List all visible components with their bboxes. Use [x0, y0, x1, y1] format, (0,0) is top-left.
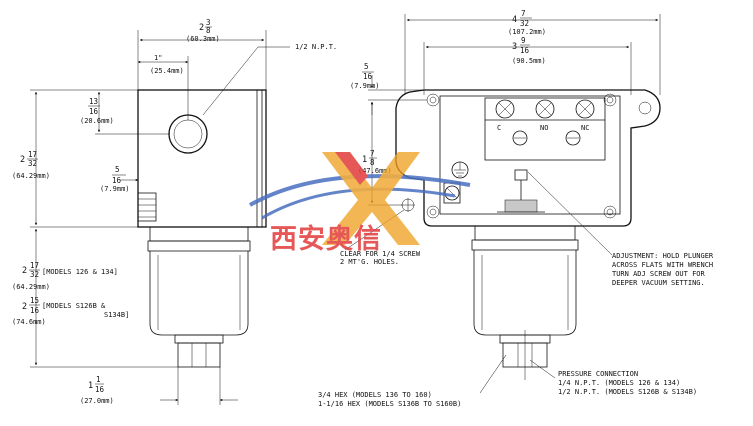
side-offset-den: 16	[112, 176, 122, 185]
body-height-whole: 2	[20, 155, 25, 165]
right-inner-whole: 3	[512, 42, 517, 52]
right-inner-den: 16	[520, 46, 530, 55]
right-inner-width-dimension: 3 9 16 (90.5mm)	[512, 36, 546, 65]
watermark-text: 西安奥信	[270, 223, 382, 255]
right-overall-den: 32	[520, 19, 529, 28]
right-front-view: 4 7 32 (107.2mm) 3 9 16 (90.5mm)	[318, 9, 714, 408]
watermark-logo: 西安奥信	[249, 152, 471, 255]
inch-dimension-mm: (25.4mm)	[150, 67, 184, 75]
mount-height-num: 7	[370, 149, 375, 158]
overall-width-dimension: 2 3 8 (60.3mm)	[186, 18, 220, 43]
hole-height-dimension: 13 16 (20.6mm)	[80, 97, 114, 125]
right-overall-whole: 4	[512, 15, 517, 25]
lower-a-den: 32	[30, 270, 39, 279]
bottom-den: 16	[95, 385, 105, 394]
overall-width-num: 3	[206, 18, 211, 27]
hex-note-line1: 3/4 HEX (MODELS 136 TO 160)	[318, 391, 432, 399]
pressure-note-line3: 1/2 N.P.T. (MODELS S126B & S134B)	[558, 388, 697, 396]
pressure-note-line2: 1/4 N.P.T. (MODELS 126 & 134)	[558, 379, 680, 387]
right-overall-num: 7	[521, 9, 526, 18]
overall-width-den: 8	[206, 26, 211, 35]
top-offset-num: 5	[364, 62, 369, 71]
adjust-note-line3: TURN ADJ SCREW OUT FOR	[612, 270, 706, 278]
hex-note-line2: 1-1/16 HEX (MODELS S136B TO S160B)	[318, 400, 461, 408]
lower-b-whole: 2	[22, 302, 27, 312]
left-side-view: 2 3 8 (60.3mm) 1" (25.4mm) 1/2 N.P.T.	[12, 18, 337, 405]
lower-b-mm: (74.6mm)	[12, 318, 46, 326]
terminal-nc: NC	[581, 124, 589, 132]
inch-dimension: 1"	[154, 54, 162, 62]
side-fitting	[137, 192, 157, 222]
top-offset-den: 16	[363, 72, 373, 81]
terminal-no: NO	[540, 124, 548, 132]
terminal-c: C	[497, 124, 501, 132]
side-offset-mm: (7.9mm)	[100, 185, 130, 193]
adjust-note-line2: ACROSS FLATS WITH WRENCH	[612, 261, 713, 269]
bottom-whole: 1	[88, 381, 93, 391]
lower-a-mm: (64.29mm)	[12, 283, 50, 291]
lower-b-text: [MODELS S126B &	[42, 302, 106, 310]
overall-width-mm: (60.3mm)	[186, 35, 220, 43]
mount-hole-top-right	[603, 93, 617, 107]
clearance-note-line1: CLEAR FOR 1/4 SCREW	[340, 250, 421, 258]
ear-hole-right	[638, 101, 652, 115]
mount-height-den: 8	[370, 158, 375, 167]
right-overall-width-dimension: 4 7 32 (107.2mm)	[508, 9, 546, 36]
lower-models-b-dimension: 2 15 16 [MODELS S126B & S134B] (74.6mm)	[12, 296, 129, 326]
clearance-note-line2: 2 MT'G. HOLES.	[340, 258, 399, 266]
hole-height-den: 16	[89, 107, 99, 116]
body-height-num: 17	[28, 150, 37, 159]
lower-b-num: 15	[30, 296, 39, 305]
side-offset-dimension: 5 16 (7.9mm)	[100, 165, 130, 193]
body-height-den: 32	[28, 159, 37, 168]
bottom-width-dimension: 1 1 16 (27.0mm)	[80, 375, 114, 405]
bottom-mm: (27.0mm)	[80, 397, 114, 405]
hole-height-mm: (20.6mm)	[80, 117, 114, 125]
adjust-plunger	[504, 199, 538, 213]
top-offset-dimension: 5 16 (7.9mm)	[350, 62, 380, 90]
right-overall-mm: (107.2mm)	[508, 28, 546, 36]
lower-a-whole: 2	[22, 266, 27, 276]
conduit-hole	[168, 114, 208, 154]
adjust-note-line1: ADJUSTMENT: HOLD PLUNGER	[612, 252, 714, 260]
lower-b-text2: S134B]	[104, 311, 129, 319]
pressure-note-line1: PRESSURE CONNECTION	[558, 370, 638, 378]
right-inner-mm: (90.5mm)	[512, 57, 546, 65]
hole-height-num: 13	[89, 97, 98, 106]
body-height-dimension: 2 17 32 (64.29mm)	[12, 150, 50, 180]
terminal-block	[484, 97, 606, 161]
lower-b-den: 16	[30, 306, 40, 315]
lower-models-a-dimension: 2 17 32 [MODELS 126 & 134] (64.29mm)	[12, 261, 118, 291]
mount-height-mm: (47.6mm)	[358, 167, 392, 175]
body-height-mm: (64.29mm)	[12, 172, 50, 180]
npt-label: 1/2 N.P.T.	[295, 43, 337, 51]
mount-height-dimension: 1 7 8 (47.6mm)	[358, 149, 392, 175]
mount-hole-top-left	[426, 93, 440, 107]
side-offset-num: 5	[115, 165, 120, 174]
bottom-num: 1	[96, 375, 101, 384]
overall-width-whole: 2	[199, 23, 204, 33]
top-offset-mm: (7.9mm)	[350, 82, 380, 90]
adjust-note-line4: DEEPER VACUUM SETTING.	[612, 279, 705, 287]
lower-a-text: [MODELS 126 & 134]	[42, 268, 118, 276]
lower-a-num: 17	[30, 261, 39, 270]
right-inner-num: 9	[521, 36, 526, 45]
mount-height-whole: 1	[362, 155, 367, 165]
